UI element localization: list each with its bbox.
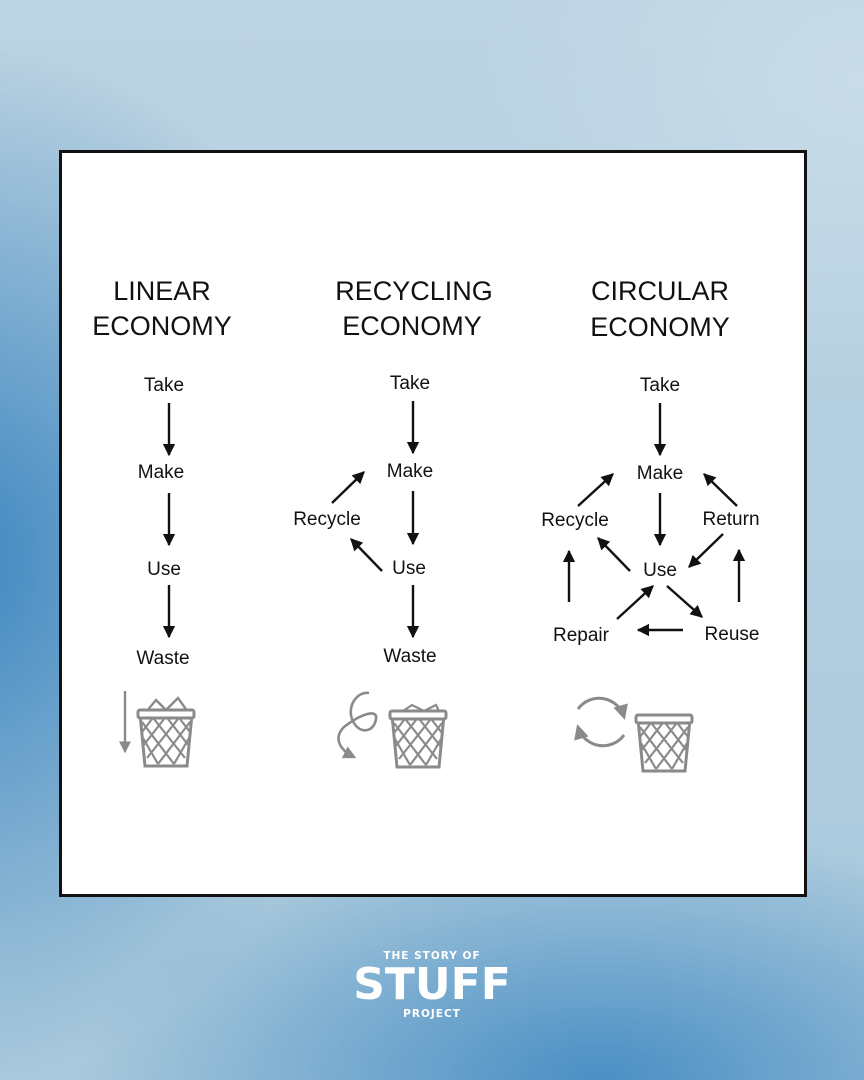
linear-node-take: Take xyxy=(144,375,184,396)
circular-title-line1: CIRCULAR xyxy=(591,276,729,306)
recycling-arrow-use-recycle xyxy=(350,538,383,572)
circular-node-return: Return xyxy=(702,509,759,530)
wastebasket-icon xyxy=(136,696,196,768)
circular-node-make: Make xyxy=(637,463,683,484)
circular-economy-column: CIRCULAR ECONOMY Take Make Recycle Retur… xyxy=(541,276,760,773)
logo-wordmark: STUFF xyxy=(353,959,511,1010)
circular-node-use: Use xyxy=(643,560,677,581)
linear-node-waste: Waste xyxy=(136,648,189,669)
linear-title-line1: LINEAR xyxy=(113,276,211,306)
recycling-node-recycle: Recycle xyxy=(293,509,361,530)
linear-node-make: Make xyxy=(138,462,184,483)
linear-title-line2: ECONOMY xyxy=(92,311,232,341)
circular-title-line2: ECONOMY xyxy=(590,312,730,342)
linear-economy-column: LINEAR ECONOMY Take Make Use Waste xyxy=(92,276,232,768)
recycling-node-use: Use xyxy=(392,558,426,579)
linear-node-use: Use xyxy=(147,559,181,580)
circular-arrow-use-recycle xyxy=(597,537,631,572)
circular-arrow-use-reuse xyxy=(666,585,703,618)
circular-node-take: Take xyxy=(640,375,680,396)
recycling-node-take: Take xyxy=(390,373,430,394)
wastebasket-icon xyxy=(634,713,694,773)
recycle-loop-icon xyxy=(574,696,628,748)
recycling-economy-column: RECYCLING ECONOMY Take Make Recycle Use … xyxy=(293,276,493,769)
circular-arrow-use-return xyxy=(688,533,724,568)
logo-line-top: THE STORY OF xyxy=(383,950,481,962)
diagram-frame: LINEAR ECONOMY Take Make Use Waste RECYC… xyxy=(59,150,807,897)
recycling-node-make: Make xyxy=(387,461,433,482)
circular-arrow-return-make xyxy=(703,473,738,507)
logo-line-bottom: PROJECT xyxy=(403,1008,461,1020)
recycling-node-waste: Waste xyxy=(383,646,436,667)
wastebasket-icon xyxy=(388,703,448,769)
economy-comparison-diagram: LINEAR ECONOMY Take Make Use Waste RECYC… xyxy=(92,276,760,773)
story-of-stuff-logo: THE STORY OF STUFF PROJECT xyxy=(332,950,532,1020)
circular-node-repair: Repair xyxy=(553,625,610,646)
recycling-title-line2: ECONOMY xyxy=(342,311,482,341)
curved-arrow-icon xyxy=(337,691,378,759)
circular-arrow-repair-use xyxy=(616,585,654,620)
recycling-arrow-recycle-make xyxy=(331,471,365,504)
circular-node-recycle: Recycle xyxy=(541,510,609,531)
circular-node-reuse: Reuse xyxy=(705,624,760,645)
recycling-title-line1: RECYCLING xyxy=(335,276,493,306)
circular-arrow-recycle-make xyxy=(577,473,614,507)
